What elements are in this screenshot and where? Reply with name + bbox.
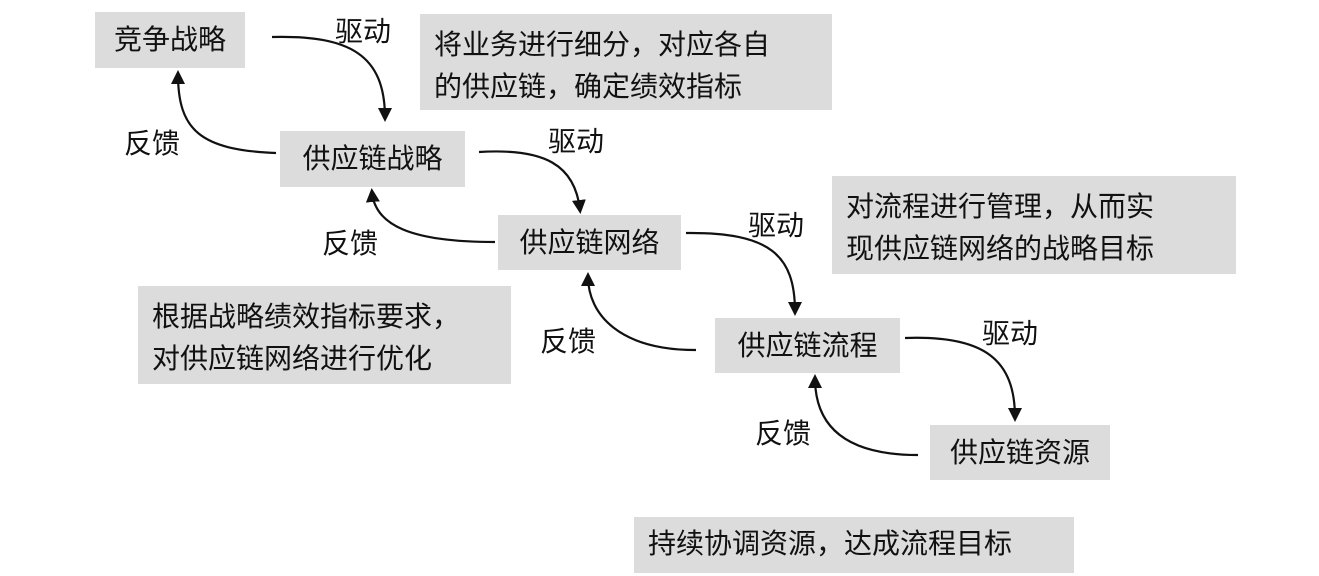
feedback-arrow-network (581, 272, 697, 352)
feedback-label: 反馈 (755, 417, 812, 450)
note-line: 的供应链，确定绩效指标 (434, 70, 743, 103)
feedback-label: 反馈 (124, 127, 181, 160)
drive-label: 驱动 (548, 125, 605, 158)
feedback-arrow-process (808, 374, 919, 457)
note-coordinate-resources: 持续协调资源，达成流程目标 (634, 517, 1074, 573)
node-label: 供应链网络 (519, 225, 660, 259)
drive-arrow-resources (904, 336, 1022, 422)
note-line: 现供应链网络的战略目标 (846, 232, 1155, 265)
note-line: 持续协调资源，达成流程目标 (648, 527, 1013, 560)
note-line: 根据战略绩效指标要求， (152, 300, 461, 333)
node-supply-chain-strategy: 供应链战略 (280, 131, 465, 187)
note-line: 将业务进行细分，对应各自 (434, 28, 771, 61)
drive-label: 驱动 (335, 15, 392, 48)
feedback-label: 反馈 (322, 227, 379, 260)
node-supply-chain-process: 供应链流程 (715, 318, 900, 373)
note-segment-business: 将业务进行细分，对应各自 的供应链，确定绩效指标 (420, 14, 832, 110)
node-label: 供应链战略 (302, 142, 443, 176)
node-supply-chain-network: 供应链网络 (498, 215, 681, 270)
note-manage-process: 对流程进行管理，从而实 现供应链网络的战略目标 (832, 176, 1236, 274)
drive-arrow-process (685, 231, 802, 316)
note-line: 对流程进行管理，从而实 (846, 190, 1155, 223)
drive-arrow-strategy (271, 35, 392, 122)
note-line: 对供应链网络进行优化 (152, 342, 433, 375)
drive-label: 驱动 (748, 209, 805, 242)
node-label: 供应链资源 (949, 435, 1090, 469)
feedback-arrow-competitive (171, 70, 277, 155)
drive-label: 驱动 (982, 317, 1039, 350)
node-label: 竞争战略 (113, 23, 226, 57)
node-supply-chain-resources: 供应链资源 (930, 425, 1110, 480)
note-optimize-network: 根据战略绩效指标要求， 对供应链网络进行优化 (138, 286, 511, 384)
feedback-arrow-strategy (365, 188, 496, 244)
node-label: 供应链流程 (737, 328, 878, 362)
node-competitive-strategy: 竞争战略 (95, 12, 245, 68)
drive-arrow-network (478, 150, 586, 214)
feedback-label: 反馈 (540, 325, 597, 358)
